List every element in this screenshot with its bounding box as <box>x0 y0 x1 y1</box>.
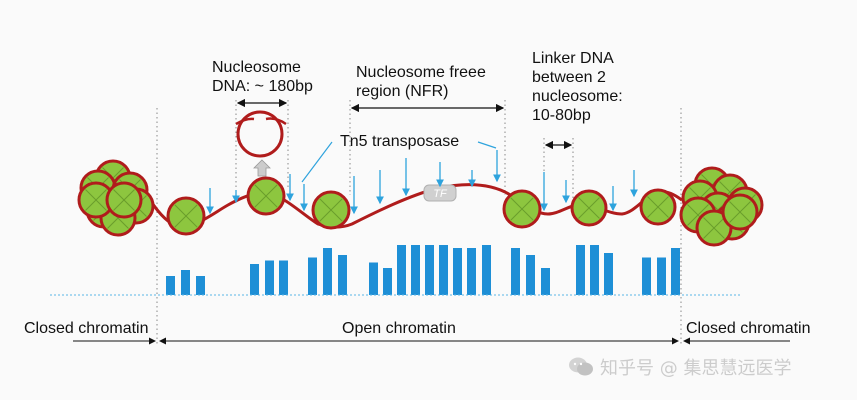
signal-bar <box>383 268 392 295</box>
tn5-transposase-label: Tn5 transposase <box>340 133 460 150</box>
linker-dna-label: Linker DNA between 2 nucleosome: 10-80bp <box>532 50 623 124</box>
signal-bar <box>411 245 420 295</box>
signal-bar <box>425 245 434 295</box>
signal-bar <box>657 257 666 295</box>
signal-bar <box>397 245 406 295</box>
watermark-text: 知乎号 @ 集思慧远医学 <box>600 358 792 379</box>
signal-bar <box>590 245 599 295</box>
signal-bar <box>250 264 259 295</box>
nucleosome <box>639 188 677 226</box>
signal-bar <box>166 276 175 295</box>
signal-bar <box>671 248 680 295</box>
nucleosome-dna-loop <box>236 110 284 158</box>
signal-bar <box>482 245 491 295</box>
signal-bar <box>338 255 347 295</box>
signal-bar <box>511 248 520 295</box>
signal-bar <box>526 255 535 295</box>
signal-bar <box>181 270 190 295</box>
nucleosome <box>570 189 608 227</box>
signal-bar <box>369 262 378 295</box>
signal-bar <box>541 268 550 295</box>
nucleosome-dna-label: Nucleosome DNA: ~ 180bp <box>212 59 313 95</box>
signal-bar <box>323 248 332 295</box>
nucleosome <box>721 193 759 231</box>
watermark: 知乎号 @ 集思慧远医学 <box>568 352 791 382</box>
wechat-logo-icon <box>569 357 593 376</box>
signal-bar <box>308 257 317 295</box>
signal-bar <box>604 253 613 295</box>
closed-chromatin-left-label: Closed chromatin <box>24 320 149 337</box>
signal-bar <box>196 276 205 295</box>
nucleosome-dna-loop-tails <box>235 117 287 126</box>
tn5-pointer-line <box>301 141 333 183</box>
lift-arrow-icon <box>253 159 271 177</box>
signal-bar <box>467 248 476 295</box>
nucleosome <box>246 176 286 216</box>
tn5-pointer-line <box>477 141 497 149</box>
signal-bar <box>453 248 462 295</box>
nucleosome <box>502 189 542 229</box>
signal-bar <box>279 260 288 295</box>
open-chromatin-label: Open chromatin <box>342 320 456 337</box>
nucleosome <box>105 181 143 219</box>
signal-bar <box>642 257 651 295</box>
tf-label: TF <box>433 188 448 200</box>
nucleosome <box>311 190 351 230</box>
signal-bar <box>439 245 448 295</box>
nucleosome <box>166 196 206 236</box>
signal-bar <box>576 245 585 295</box>
signal-bar <box>265 260 274 295</box>
nfr-label: Nucleosome freee region (NFR) <box>356 64 486 100</box>
closed-chromatin-right-label: Closed chromatin <box>686 320 811 337</box>
